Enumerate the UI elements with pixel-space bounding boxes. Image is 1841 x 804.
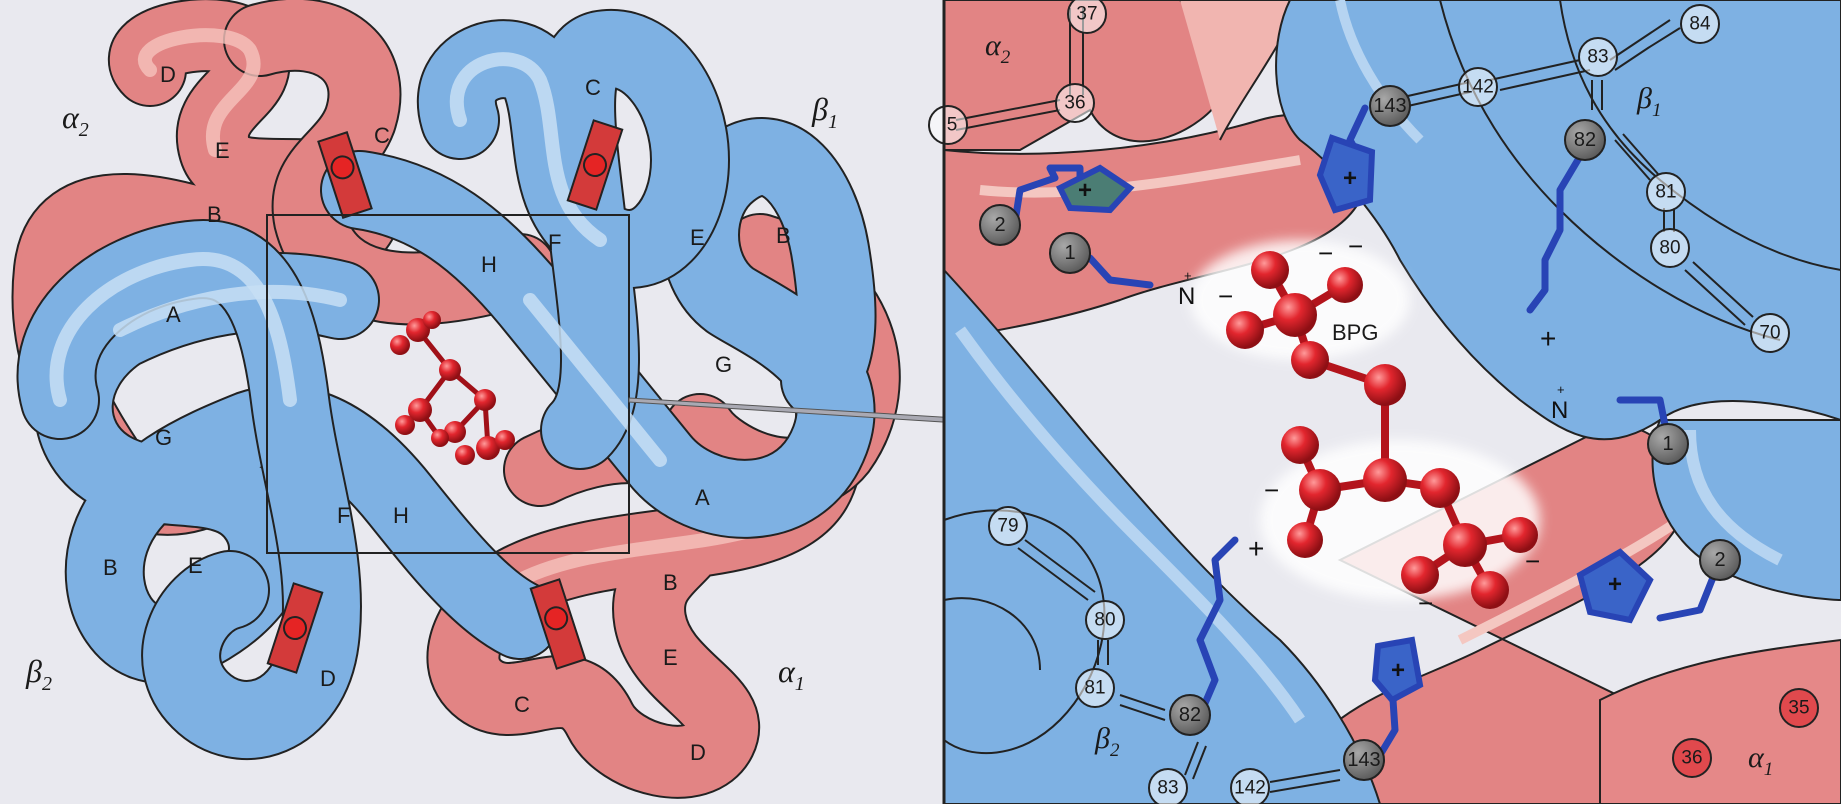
helix-label: F bbox=[548, 230, 561, 255]
residue-label: 80 bbox=[1094, 610, 1115, 631]
residue-label: 35 bbox=[1788, 698, 1809, 719]
residue-label: 70 bbox=[1759, 323, 1780, 344]
nterm-label: N bbox=[1178, 283, 1195, 310]
helix-label: E bbox=[663, 645, 678, 670]
nterm-label: N bbox=[1551, 397, 1568, 424]
residue-label: 81 bbox=[1084, 678, 1105, 699]
residue-label: 5 bbox=[947, 115, 958, 136]
helix-label: F bbox=[337, 503, 350, 528]
helix-label: C bbox=[514, 692, 530, 717]
helix-label: C bbox=[585, 75, 601, 100]
key-residue-label: 143 bbox=[1373, 95, 1406, 117]
charge-minus: − bbox=[1264, 475, 1279, 505]
helix-label: G bbox=[155, 425, 172, 450]
residue-label: 80 bbox=[1659, 238, 1680, 259]
key-residue-label: 82 bbox=[1179, 704, 1201, 726]
key-residue-label: 2 bbox=[1714, 549, 1725, 571]
bpg-label: BPG bbox=[1332, 320, 1378, 345]
helix-label: E bbox=[690, 225, 705, 250]
key-residue-label: 2 bbox=[994, 214, 1005, 236]
helix-label: A bbox=[695, 485, 710, 510]
overview-panel: α2 β1 β2 α1 D E B C C H F E B G A A G B … bbox=[0, 0, 1040, 804]
helix-label: D bbox=[320, 666, 336, 691]
helix-label: B bbox=[776, 223, 791, 248]
helix-label: H bbox=[393, 503, 409, 528]
residue-label: 142 bbox=[1234, 778, 1266, 799]
residue-label: 83 bbox=[1157, 778, 1178, 799]
helix-label: C bbox=[374, 123, 390, 148]
key-residue-label: 143 bbox=[1347, 749, 1380, 771]
charge-minus: − bbox=[1525, 546, 1540, 576]
residue-label: 79 bbox=[997, 516, 1018, 537]
charge-plus: + bbox=[1343, 165, 1357, 192]
nterm-charge: + bbox=[1557, 382, 1565, 397]
helix-label: G bbox=[715, 352, 732, 377]
helix-label: E bbox=[188, 553, 203, 578]
helix-label: A bbox=[166, 302, 181, 327]
helix-label: D bbox=[160, 62, 176, 87]
key-residue-label: 1 bbox=[1064, 242, 1075, 264]
helix-label: B bbox=[207, 202, 222, 227]
residue-label: 81 bbox=[1655, 182, 1676, 203]
helix-label: B bbox=[103, 555, 118, 580]
residue-label: 37 bbox=[1076, 4, 1097, 25]
key-residue-label: 1 bbox=[1662, 433, 1673, 455]
charge-plus: + bbox=[1540, 323, 1556, 354]
helix-label: B bbox=[663, 570, 678, 595]
detail-panel: BPG + + + + bbox=[929, 0, 1841, 804]
residue-label: 84 bbox=[1689, 14, 1711, 35]
charge-plus: + bbox=[1391, 657, 1405, 684]
charge-plus: + bbox=[1078, 177, 1092, 204]
charge-plus: + bbox=[1248, 533, 1264, 564]
residue-label: 36 bbox=[1064, 93, 1085, 114]
helix-label: D bbox=[690, 740, 706, 765]
residue-label: 83 bbox=[1587, 47, 1608, 68]
key-residue-label: 82 bbox=[1574, 129, 1596, 151]
helix-label: E bbox=[215, 138, 230, 163]
residue-label: 142 bbox=[1462, 77, 1494, 98]
nterm-charge: + bbox=[1184, 268, 1192, 283]
charge-minus: − bbox=[1218, 281, 1233, 311]
charge-minus: − bbox=[1348, 231, 1363, 261]
charge-plus: + bbox=[1608, 571, 1622, 598]
charge-minus: − bbox=[1418, 588, 1433, 618]
charge-minus: − bbox=[1318, 238, 1333, 268]
helix-label: H bbox=[481, 252, 497, 277]
residue-label: 36 bbox=[1681, 748, 1702, 769]
